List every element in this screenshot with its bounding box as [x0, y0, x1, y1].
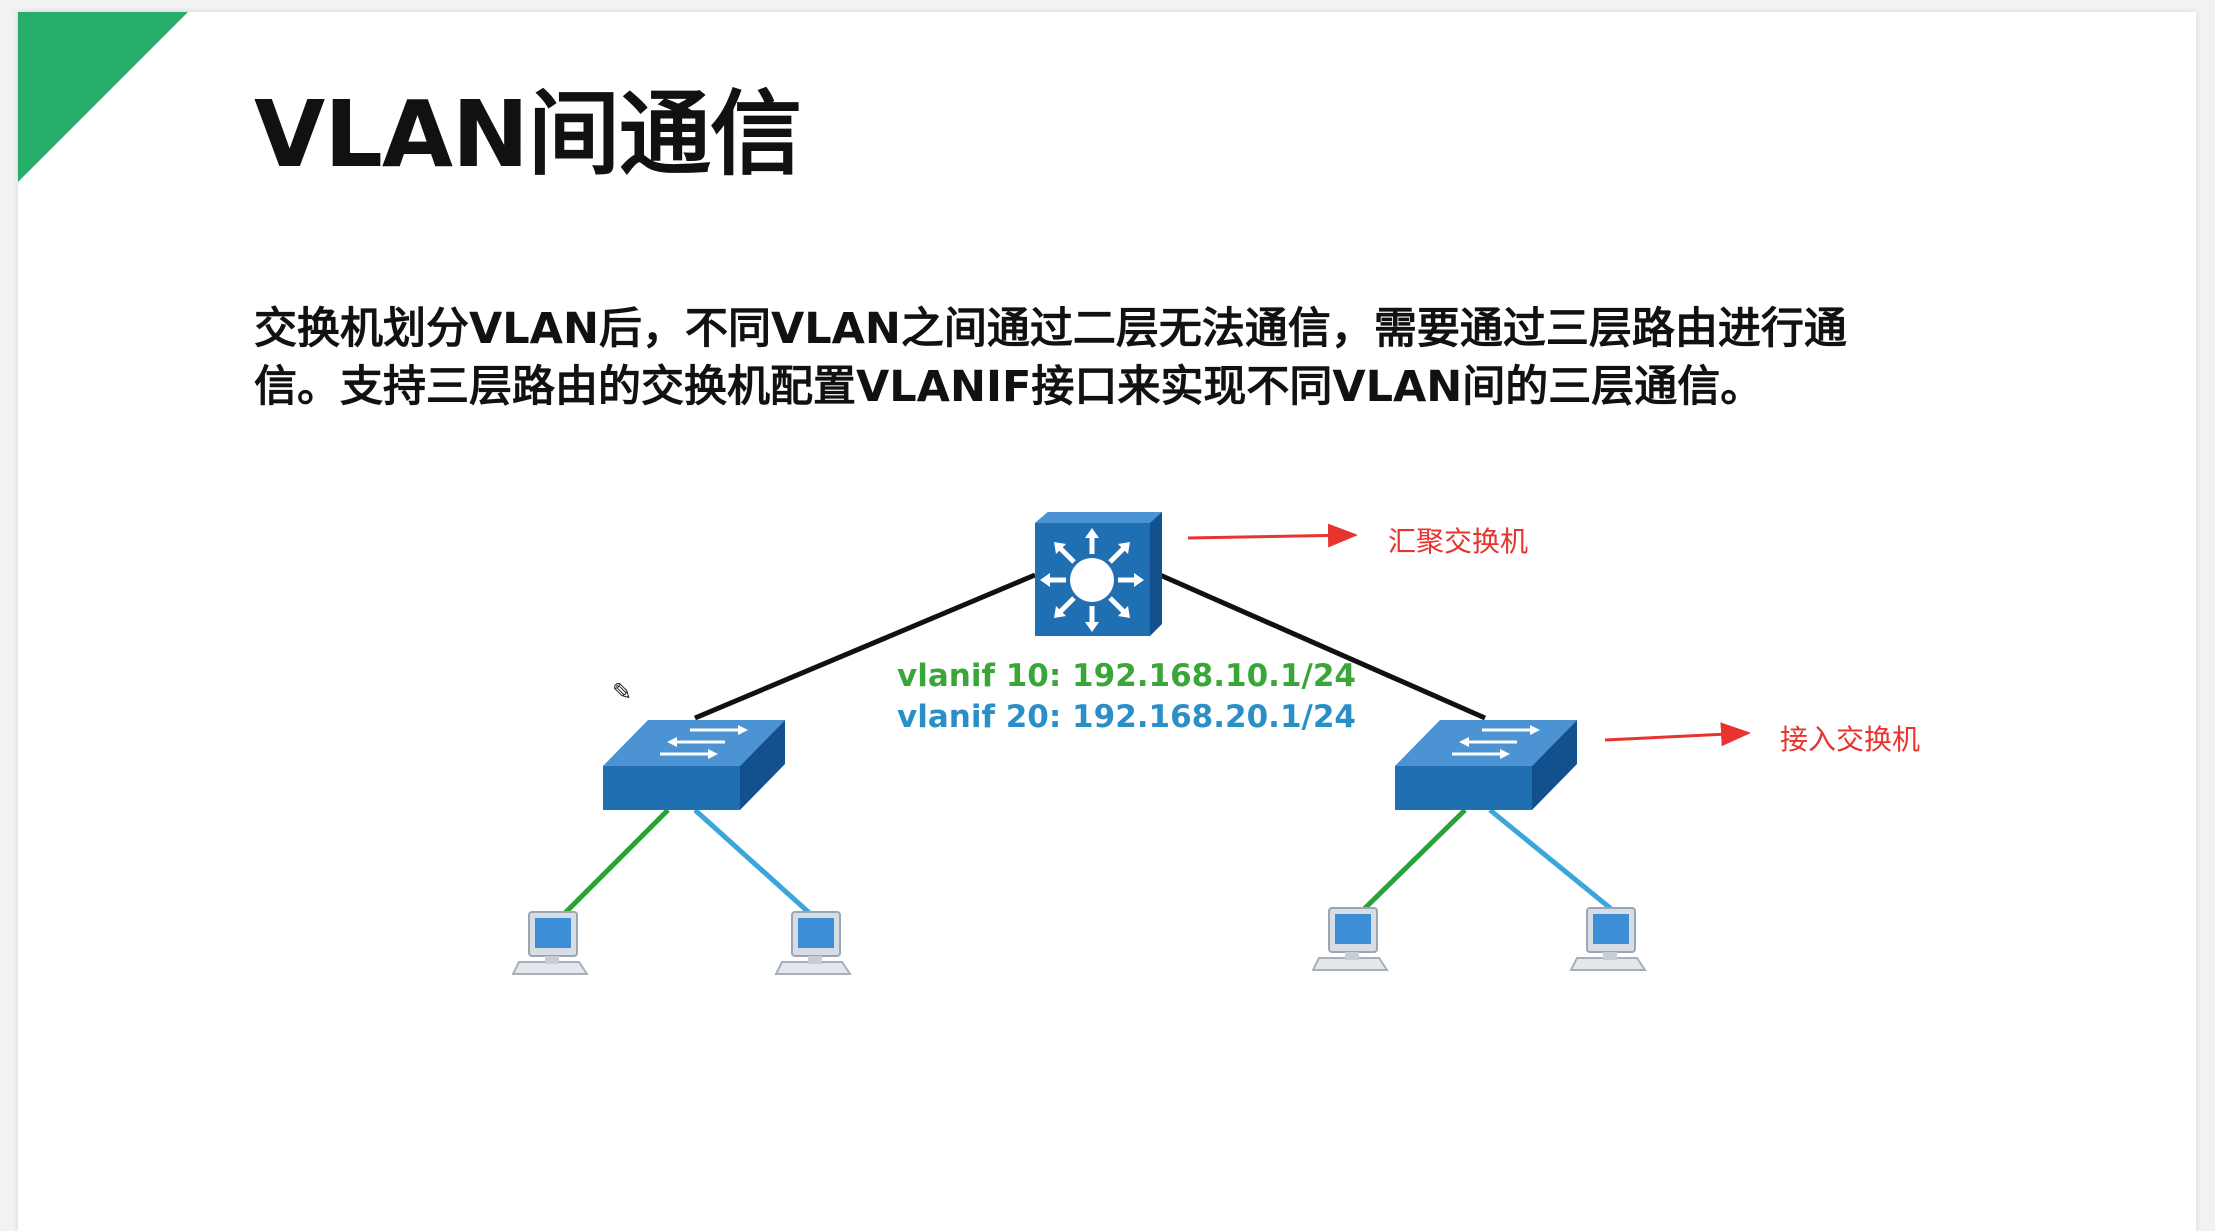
pc-3-icon — [1311, 907, 1389, 971]
access-link-left-vlan10 — [556, 808, 670, 922]
description-line-1: 交换机划分VLAN后，不同VLAN之间通过二层无法通信，需要通过三层路由进行通 — [254, 304, 1847, 354]
arrow-aggregation — [1187, 523, 1358, 548]
arrow-access — [1604, 722, 1751, 747]
access-switch-right-icon — [1395, 720, 1577, 810]
description-line-2: 信。支持三层路由的交换机配置VLANIF接口来实现不同VLAN间的三层通信。 — [254, 362, 1764, 412]
vlanif-10-label: vlanif 10: 192.168.10.1/24 — [897, 658, 1356, 694]
aggregation-switch-label: 汇聚交换机 — [1388, 525, 1529, 558]
pc-4-icon — [1569, 907, 1647, 971]
description-text: 交换机划分VLAN后，不同VLAN之间通过二层无法通信，需要通过三层路由进行通 … — [254, 300, 1847, 416]
page-title: VLAN间通信 — [254, 81, 802, 188]
access-switch-left-icon — [603, 720, 785, 810]
vlanif-20-label: vlanif 20: 192.168.20.1/24 — [897, 699, 1356, 735]
trunk-link-left — [694, 572, 1036, 721]
trunk-link-right — [1158, 572, 1487, 721]
access-switch-label: 接入交换机 — [1780, 723, 1921, 756]
corner-accent — [18, 12, 188, 182]
pc-1-icon — [511, 911, 589, 975]
access-link-right-vlan20 — [1488, 808, 1617, 914]
access-link-right-vlan10 — [1356, 808, 1467, 917]
aggregation-switch-icon — [1035, 512, 1162, 636]
pc-2-icon — [774, 911, 852, 975]
access-link-left-vlan20 — [693, 808, 817, 920]
pen-cursor-icon: ✎ — [612, 678, 633, 706]
